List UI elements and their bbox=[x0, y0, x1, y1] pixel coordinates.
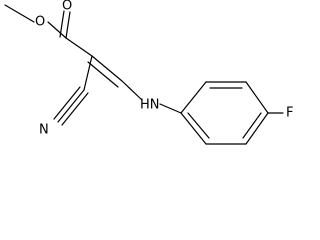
vinyl-amine-bond bbox=[121, 80, 143, 101]
ester-oxygen-label: O bbox=[35, 15, 45, 30]
nitrile-triple-bond-c bbox=[61, 92, 89, 126]
nitrile-nitrogen-label: N bbox=[39, 123, 49, 138]
carbonyl-alpha-bond bbox=[65, 37, 93, 57]
ring-bond-4 bbox=[245, 112, 269, 145]
chemical-structure: O O N HN F bbox=[4, 0, 293, 145]
fluorine-label: F bbox=[286, 106, 293, 121]
ring-bond-6 bbox=[180, 112, 207, 145]
alpha-nitrile-carbon-bond bbox=[83, 55, 93, 91]
carbonyl-oxygen-label: O bbox=[62, 0, 72, 14]
alkene-double-bond-a bbox=[91, 55, 123, 82]
oxygen-carbonyl-bond bbox=[47, 21, 67, 39]
ring-inner-double-3 bbox=[187, 112, 210, 139]
ring-bond-1 bbox=[180, 81, 207, 114]
methyl-oxygen-bond bbox=[4, 4, 35, 23]
ring-bond-3 bbox=[245, 81, 269, 114]
amine-label: HN bbox=[140, 98, 160, 113]
amine-ring-bond bbox=[159, 103, 182, 114]
alkene-double-bond-b bbox=[87, 61, 119, 88]
nitrile-triple-bond-b bbox=[53, 86, 81, 120]
carbonyl-double-bond-b bbox=[59, 10, 65, 38]
ring-inner-double-2 bbox=[242, 112, 262, 139]
nitrile-triple-bond-a bbox=[57, 89, 85, 123]
carbonyl-double-bond-a bbox=[65, 11, 71, 39]
